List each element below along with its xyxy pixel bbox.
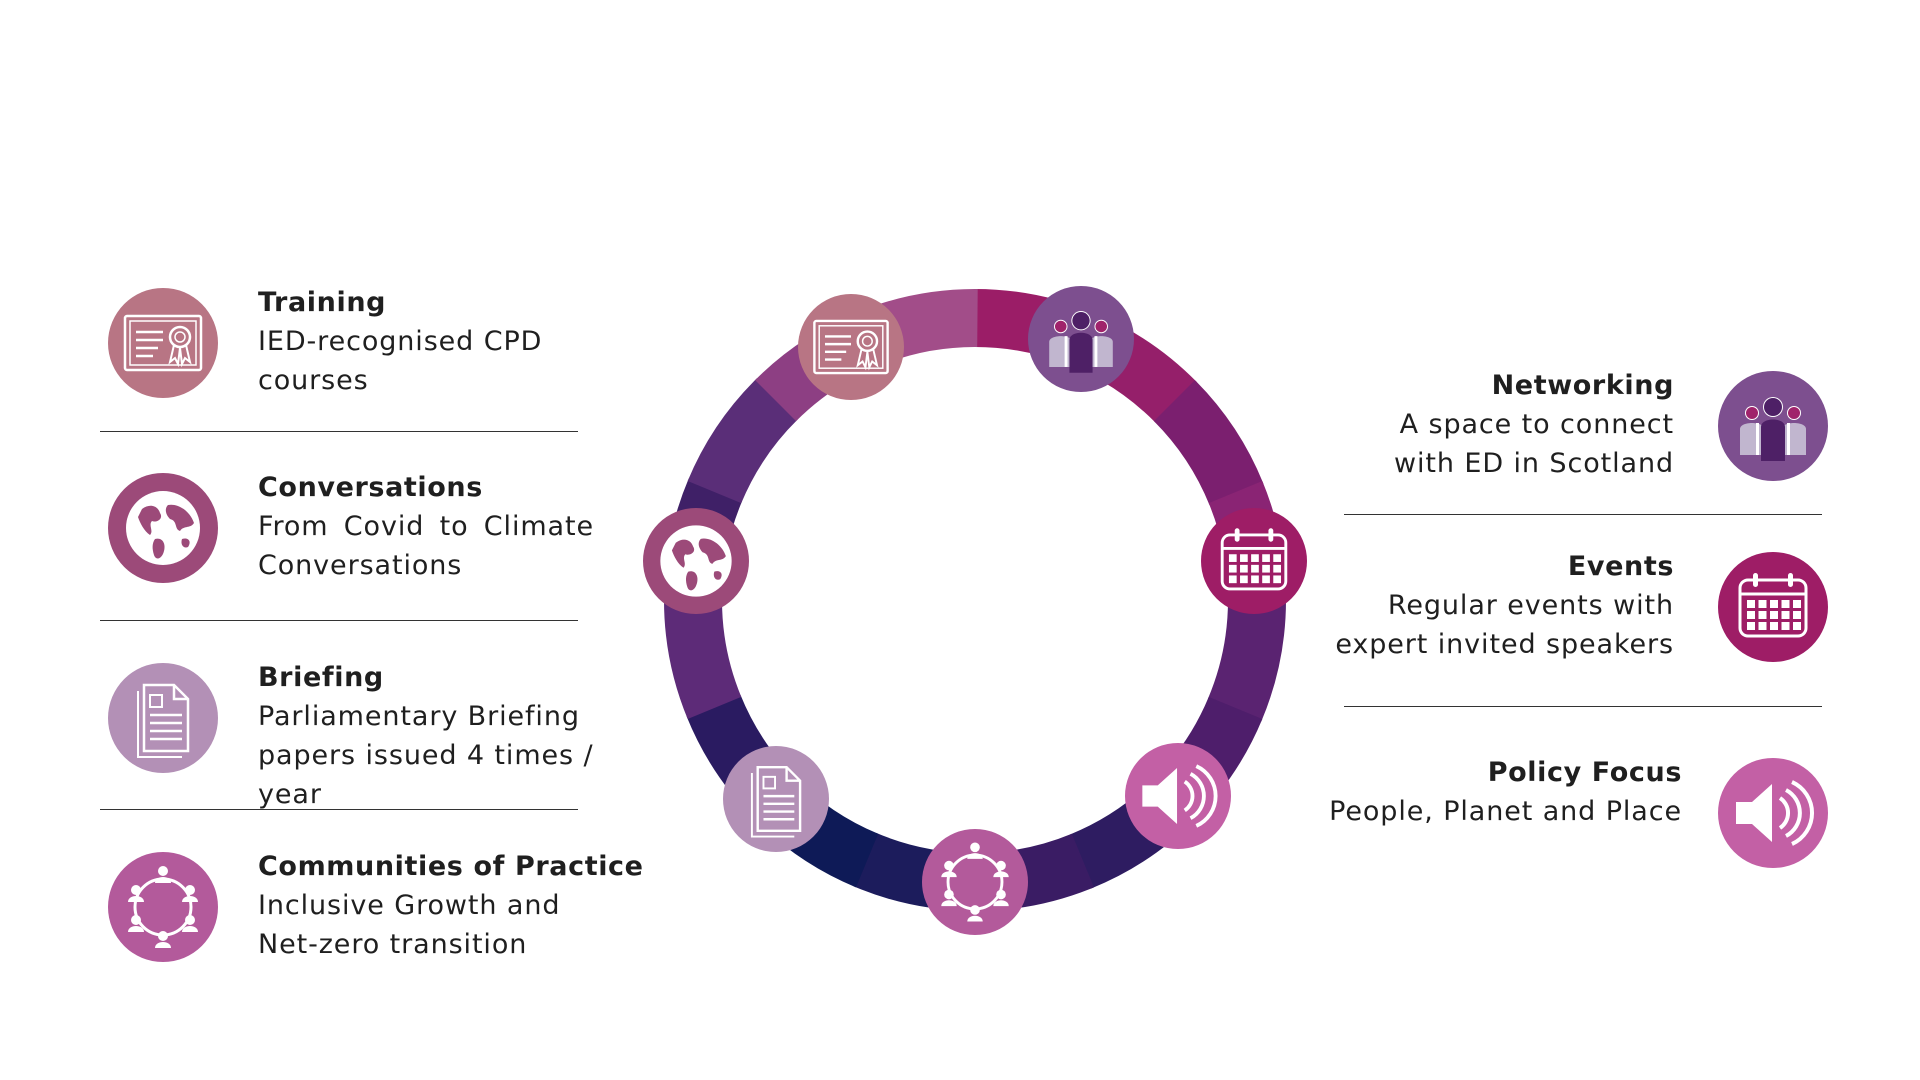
ring-badges [642,285,1308,935]
ring-segment [1153,380,1264,506]
divider [1344,706,1822,707]
speaker-icon [1718,758,1828,868]
item-description: People, Planet and Place [1329,796,1682,827]
item-description: A space to connect with ED in Scotland [1394,409,1674,479]
ring-document-icon [722,746,829,853]
document-icon [722,746,829,853]
people-icon [1718,371,1828,481]
ring-certificate-icon [798,293,905,400]
calendar-icon [1201,507,1308,614]
people-icon [1027,285,1134,392]
item-title: Briefing [258,662,384,693]
item-description: From Covid to Climate Conversations [258,511,594,581]
ring-community-icon [922,829,1028,935]
item-title: Networking [1491,370,1674,401]
item-description: Regular events with expert invited speak… [1335,590,1674,660]
ring-speaker-icon [1124,742,1231,849]
certificate-icon [108,288,218,398]
item-title: Conversations [258,472,483,503]
item-title: Policy Focus [1487,757,1682,788]
certificate-icon [798,293,905,400]
ring-segment [687,378,799,504]
item-description: Inclusive Growth and Net-zero transition [258,890,561,960]
ring-people-icon [1027,285,1134,392]
ring-calendar-icon [1201,507,1308,614]
divider [100,431,578,432]
community-icon [922,829,1028,935]
community-icon [108,852,218,962]
globe-icon [108,473,218,583]
divider [100,620,578,621]
divider [100,809,578,810]
ring-segment [664,597,742,720]
divider [1344,514,1822,515]
globe-icon [642,507,749,614]
speaker-icon [1124,742,1231,849]
item-title: Communities of Practice [258,851,644,882]
item-title: Events [1567,551,1674,582]
ring-segment [1207,599,1286,722]
ring-globe-icon [642,507,749,614]
calendar-icon [1718,552,1828,662]
item-description: Parliamentary Briefing papers issued 4 t… [258,701,594,810]
document-icon [108,663,218,773]
item-description: IED-recognised CPD courses [258,326,543,396]
item-title: Training [258,287,387,318]
